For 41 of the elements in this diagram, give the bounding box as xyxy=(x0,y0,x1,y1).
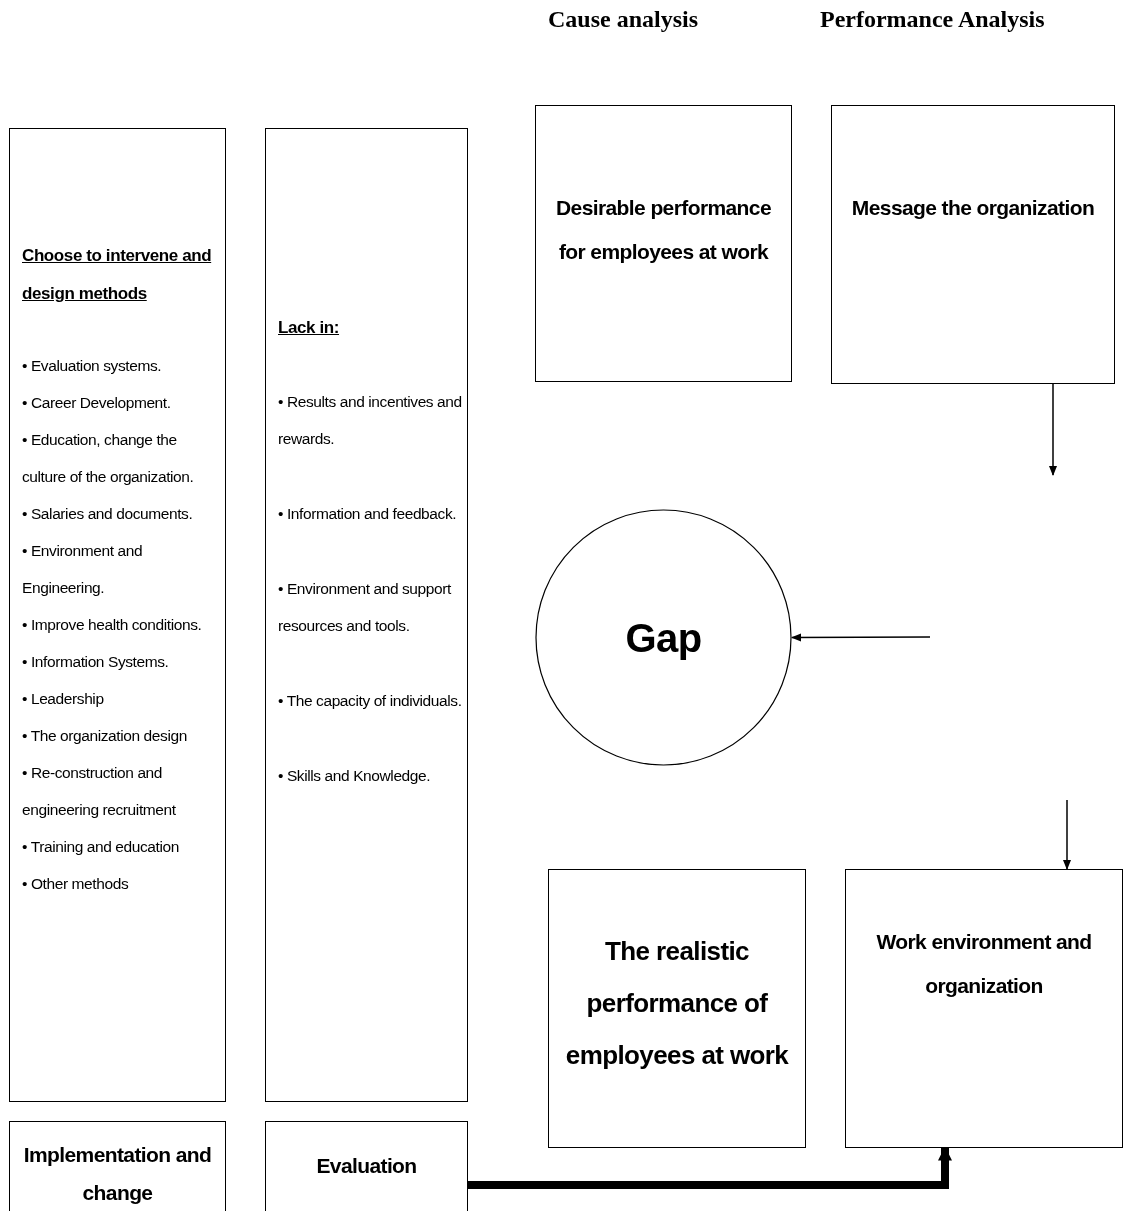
list-item: • The organization design xyxy=(22,726,188,746)
box-label: Implementation and change xyxy=(22,1142,213,1206)
arrow xyxy=(1049,383,1057,476)
section-heading: Performance Analysis xyxy=(820,6,1045,33)
arrow xyxy=(1063,799,1071,870)
process-box xyxy=(9,1121,226,1211)
list-item: • Improve health conditions. xyxy=(22,615,203,635)
process-box xyxy=(535,105,792,382)
list-item: • Evaluation systems. xyxy=(22,356,163,376)
list-item: • Career Development. xyxy=(22,393,172,413)
box-label: Desirable performance for employees at work xyxy=(555,195,772,265)
list-item: • Results and incentives and rewards. xyxy=(278,392,463,449)
list-item: • Education, change the culture of the organization. xyxy=(22,430,195,487)
process-box xyxy=(845,869,1123,1148)
list-item: • Information and feedback. xyxy=(278,504,458,524)
process-box xyxy=(548,869,806,1148)
list-item: • Information Systems. xyxy=(22,652,170,672)
arrow xyxy=(791,633,931,642)
list-item: • Salaries and documents. xyxy=(22,504,194,524)
circle-label: Gap xyxy=(624,614,703,662)
list-item: • Environment and Engineering. xyxy=(22,541,144,598)
process-box xyxy=(831,105,1115,384)
arrow xyxy=(468,1146,952,1189)
list-item: • Environment and support resources and tools. xyxy=(278,579,452,636)
process-box xyxy=(265,1121,468,1211)
box-label: The realistic performance of employees at work xyxy=(564,935,790,1072)
list-item: • The capacity of individuals. xyxy=(278,691,463,711)
box-label: Message the organization xyxy=(850,195,1096,221)
section-heading: Cause analysis xyxy=(548,6,699,33)
list-item: • Other methods xyxy=(22,874,130,894)
list-panel xyxy=(9,128,226,1102)
list-item: • Leadership xyxy=(22,689,105,709)
list-item: • Skills and Knowledge. xyxy=(278,766,432,786)
gap-circle xyxy=(535,509,792,766)
list-item: • Re-construction and engineering recruitment xyxy=(22,763,177,820)
box-label: Work environment and organization xyxy=(875,929,1093,999)
list-item: • Training and education xyxy=(22,837,180,857)
box-label: Evaluation xyxy=(315,1153,418,1179)
list-heading: Lack in: xyxy=(278,317,341,339)
list-panel xyxy=(265,128,468,1102)
list-heading: Choose to intervene and design methods xyxy=(22,245,213,305)
